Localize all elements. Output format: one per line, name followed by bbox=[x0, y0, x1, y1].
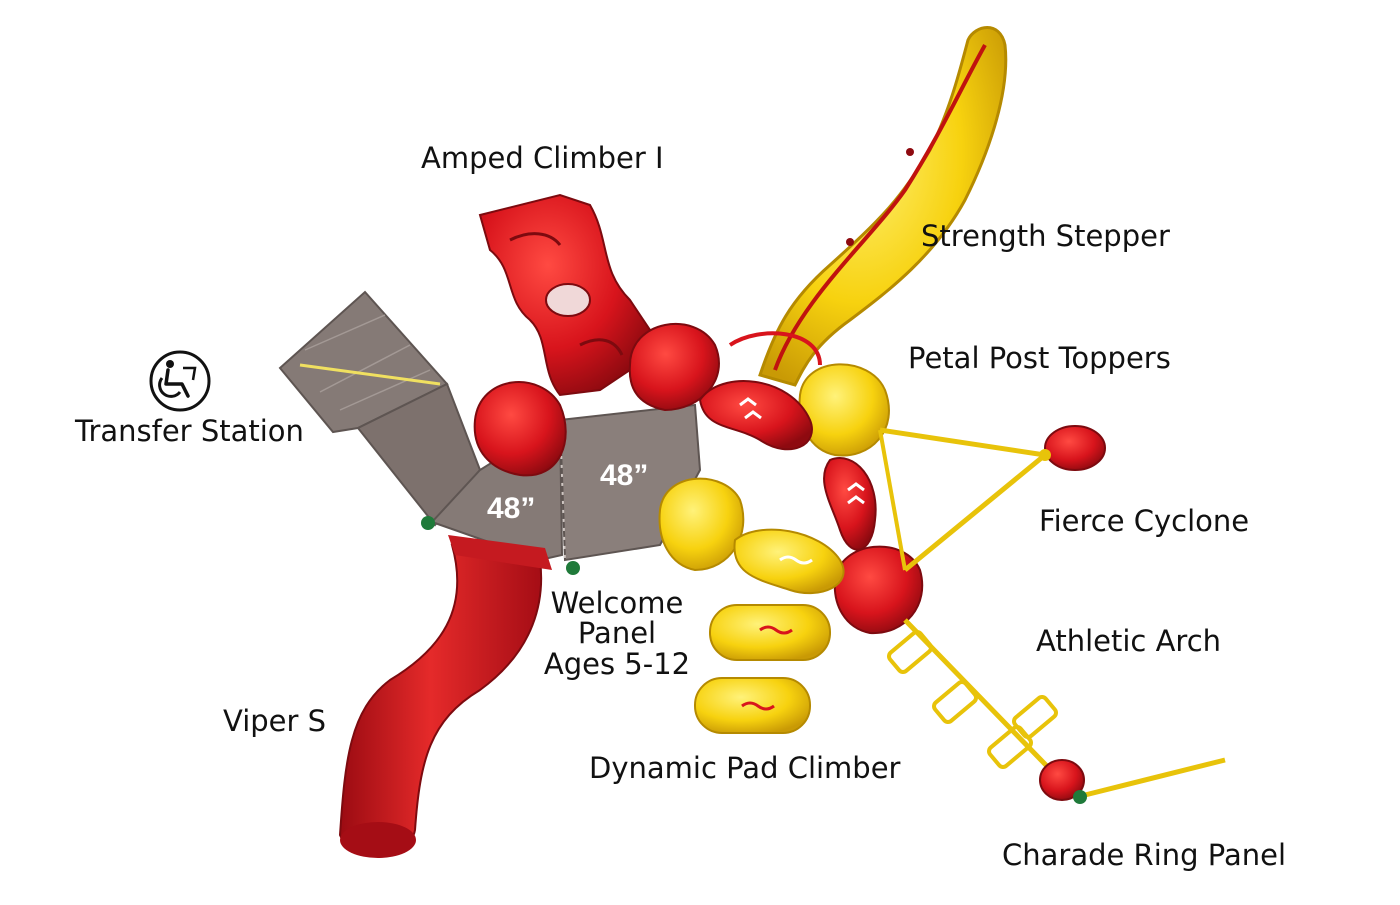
label-charade-ring-panel: Charade Ring Panel bbox=[1002, 838, 1287, 872]
label-viper-s: Viper S bbox=[223, 704, 327, 738]
label-strength-stepper: Strength Stepper bbox=[921, 219, 1170, 253]
viper-s-slide bbox=[338, 535, 552, 858]
label-petal-post-toppers: Petal Post Toppers bbox=[908, 341, 1171, 375]
label-welcome-panel-line1: Welcome bbox=[550, 586, 684, 620]
dynamic-pad-climber bbox=[694, 528, 845, 734]
strength-stepper bbox=[758, 26, 1008, 387]
label-dynamic-pad-climber: Dynamic Pad Climber bbox=[589, 751, 901, 785]
charade-ring-panel bbox=[1039, 757, 1226, 801]
label-welcome-panel-line3: Ages 5-12 bbox=[543, 646, 691, 681]
post-caps bbox=[421, 516, 1087, 804]
deck-height-a: 48” bbox=[487, 492, 535, 525]
label-transfer-station: Transfer Station bbox=[75, 414, 304, 448]
label-welcome-panel: Welcome Panel Ages 5-12 bbox=[542, 586, 692, 681]
label-athletic-arch: Athletic Arch bbox=[1036, 624, 1222, 658]
amped-climber bbox=[478, 193, 652, 397]
red-pad-climbers bbox=[698, 380, 877, 551]
deck-height-b: 48” bbox=[600, 459, 648, 492]
label-amped-climber: Amped Climber I bbox=[421, 141, 664, 175]
wheelchair-icon bbox=[149, 350, 211, 412]
fierce-cyclone bbox=[878, 425, 1106, 572]
label-welcome-panel-line2: Panel bbox=[577, 616, 657, 651]
transfer-station bbox=[278, 290, 482, 527]
loop-handrail bbox=[728, 331, 822, 366]
label-fierce-cyclone: Fierce Cyclone bbox=[1039, 504, 1250, 538]
